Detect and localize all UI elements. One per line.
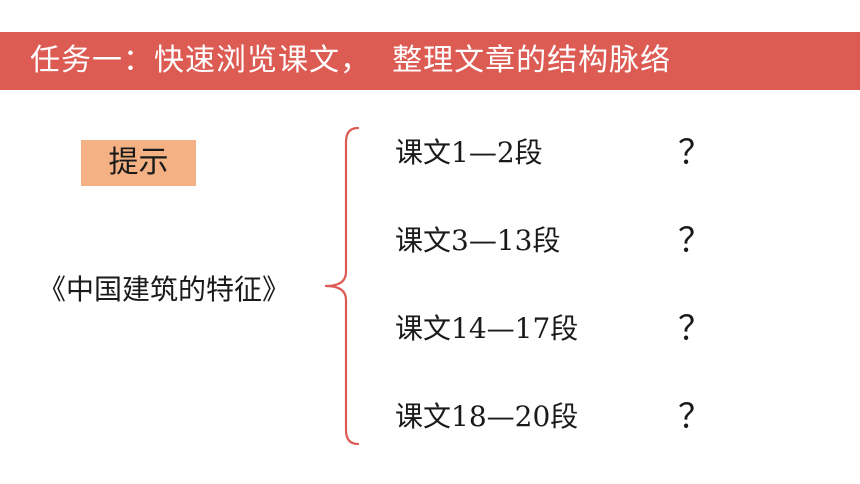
title-bar: 任务一：快速浏览课文， 整理文章的结构脉络: [0, 32, 860, 90]
curly-brace-icon: [324, 126, 360, 446]
section-label: 课文14—17段: [395, 312, 579, 345]
book-title: 《中国建筑的特征》: [38, 273, 291, 306]
question-mark-icon: ？: [678, 133, 712, 173]
section-row-4: 课文18—20段 ？: [395, 397, 715, 437]
page-title: 任务一：快速浏览课文， 整理文章的结构脉络: [30, 43, 672, 78]
section-label: 课文3—13段: [395, 224, 561, 257]
question-mark-icon: ？: [678, 397, 712, 437]
section-row-1: 课文1—2段 ？: [395, 133, 715, 173]
section-row-3: 课文14—17段 ？: [395, 309, 715, 349]
hint-label: 提示: [108, 145, 169, 180]
section-label: 课文1—2段: [395, 136, 543, 169]
question-mark-icon: ？: [678, 221, 712, 261]
section-label: 课文18—20段: [395, 400, 579, 433]
brace-stroke: [324, 126, 360, 446]
hint-box: 提示: [81, 140, 196, 186]
question-mark-icon: ？: [678, 309, 712, 349]
section-row-2: 课文3—13段 ？: [395, 221, 715, 261]
